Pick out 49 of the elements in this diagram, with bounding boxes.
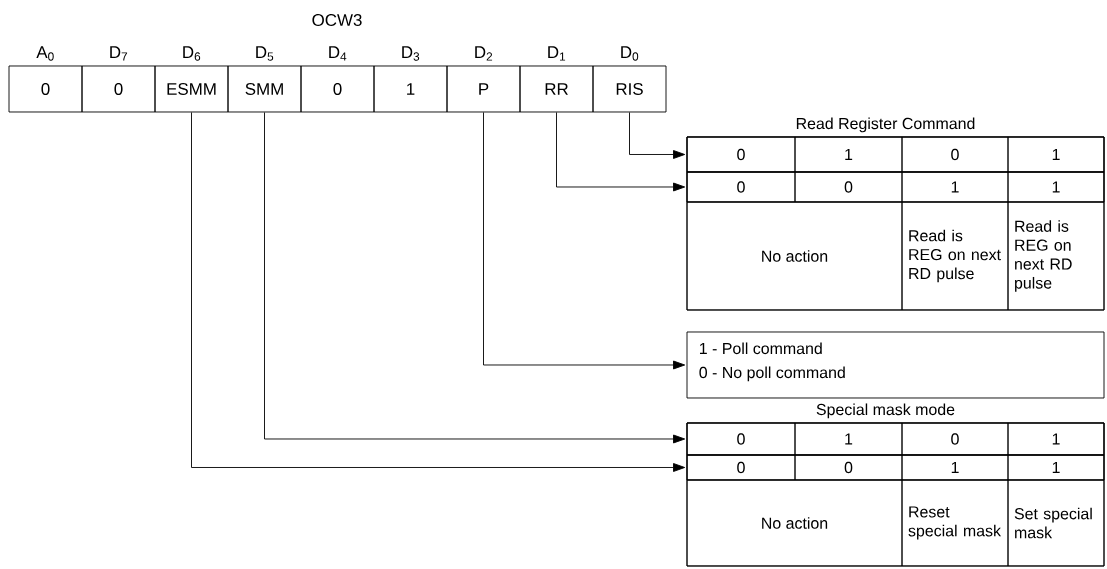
bit-label: D$_{3}$ — [402, 46, 420, 61]
table-cell: 1 — [794, 136, 903, 173]
register-cell: 0 — [300, 65, 375, 113]
table-cell: 0 — [686, 136, 796, 173]
register-cell: 0 — [81, 65, 156, 113]
bit-label: D$_{0}$ — [621, 46, 639, 61]
table-cell: 1 — [1007, 171, 1105, 203]
bit-label: D$_{2}$ — [475, 46, 493, 61]
node-label: Read Register Command — [796, 117, 975, 133]
register-cell: RIS — [592, 65, 667, 113]
table-cell: Read is REG on next RD pulse — [901, 201, 1009, 311]
table-cell: 0 — [686, 422, 796, 456]
table-cell: Set special mask — [1007, 479, 1105, 567]
node-label: Special mask mode — [816, 403, 955, 419]
bit-label: A$_{0}$ — [36, 46, 54, 61]
bit-label: D$_{5}$ — [256, 46, 274, 61]
table-cell: 1 — [794, 422, 903, 456]
register-cell: 1 — [373, 65, 448, 113]
arrow — [264, 112, 686, 444]
table-cell: 1 — [1007, 136, 1105, 173]
register-cell: RR — [519, 65, 594, 113]
table-cell: 1 — [901, 454, 1009, 481]
table-cell: 0 — [686, 171, 796, 203]
arrow — [483, 112, 686, 370]
arrow — [556, 112, 686, 192]
table-cell: 0 — [794, 171, 903, 203]
table-cell: Reset special mask — [901, 479, 1009, 567]
bit-label: D$_{4}$ — [329, 46, 347, 61]
bit-label: D$_{7}$ — [110, 46, 128, 61]
register-cell: ESMM — [154, 65, 229, 113]
table-cell: 1 — [1007, 454, 1105, 481]
table-cell: 0 — [901, 422, 1009, 456]
table-cell: 1 — [1007, 422, 1105, 456]
register-cell: 0 — [8, 65, 83, 113]
arrow — [191, 112, 686, 472]
text-box: 1 - Poll command 0 - No poll command — [686, 331, 1105, 399]
table-cell: 1 — [901, 171, 1009, 203]
table-cell: 0 — [901, 136, 1009, 173]
bit-label: D$_{1}$ — [548, 46, 566, 61]
table-cell: 0 — [794, 454, 903, 481]
table-cell: No action — [686, 201, 903, 311]
bit-label: D$_{6}$ — [183, 46, 201, 61]
table-cell: No action — [686, 479, 903, 567]
register-cell: P — [446, 65, 521, 113]
table-cell: Read is REG on next RD pulse — [1007, 201, 1105, 311]
arrow — [629, 112, 686, 159]
table-cell: 0 — [686, 454, 796, 481]
register-cell: SMM — [227, 65, 302, 113]
heading: OCW3 — [312, 14, 362, 26]
